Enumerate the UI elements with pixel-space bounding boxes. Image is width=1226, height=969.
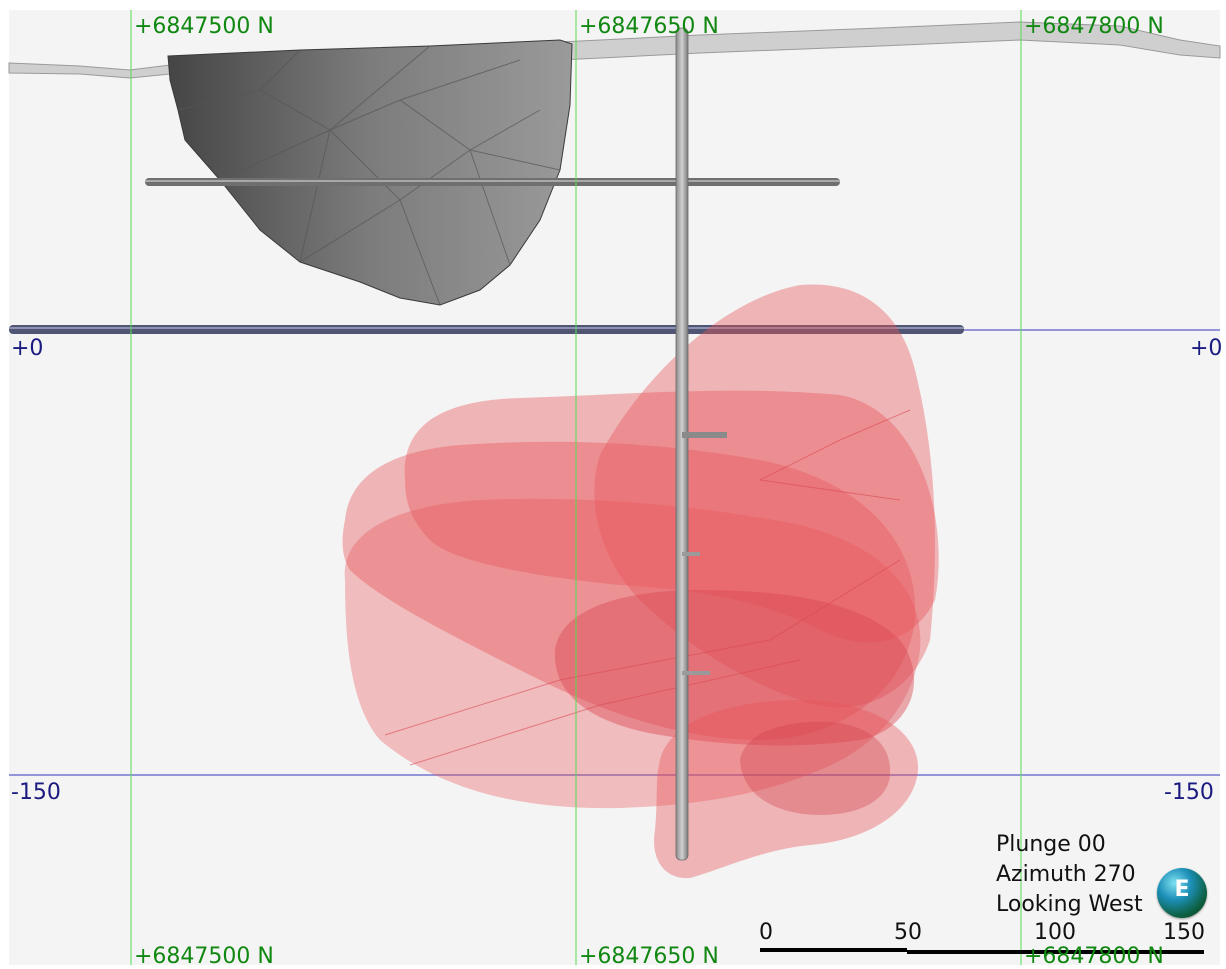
northing-label-bottom: +6847800 N [1024, 944, 1164, 969]
view-orientation: Plunge 00 Azimuth 270 Looking West [996, 830, 1143, 920]
scale-bar [760, 948, 1204, 954]
scale-tick-label: 100 [1034, 920, 1076, 945]
shaft-stub [682, 552, 700, 556]
elevation-label-right: -150 [1164, 780, 1214, 805]
elevation-label-left: -150 [11, 780, 61, 805]
shaft [675, 27, 689, 861]
shaft-stub [682, 671, 710, 675]
scale-tick-label: 0 [759, 920, 773, 945]
elevation-label-right: +0 [1190, 336, 1223, 361]
plunge-text: Plunge 00 [996, 832, 1106, 857]
northing-label-bottom: +6847650 N [579, 944, 719, 969]
scale-tick-label: 50 [894, 920, 922, 945]
compass-icon[interactable]: E [1157, 868, 1207, 918]
shaft-crosscut [682, 432, 727, 438]
northing-label-top: +6847500 N [134, 14, 274, 39]
northing-label-bottom: +6847500 N [134, 944, 274, 969]
scale-tick-label: 150 [1163, 920, 1205, 945]
azimuth-text: Azimuth 270 [996, 862, 1136, 887]
looking-direction-text: Looking West [996, 892, 1143, 917]
pit-shell [167, 39, 573, 306]
elevation-label-left: +0 [11, 336, 44, 361]
orebody-shells [342, 284, 939, 879]
compass-letter: E [1174, 877, 1190, 902]
northing-label-top: +6847650 N [579, 14, 719, 39]
northing-label-top: +6847800 N [1024, 14, 1164, 39]
